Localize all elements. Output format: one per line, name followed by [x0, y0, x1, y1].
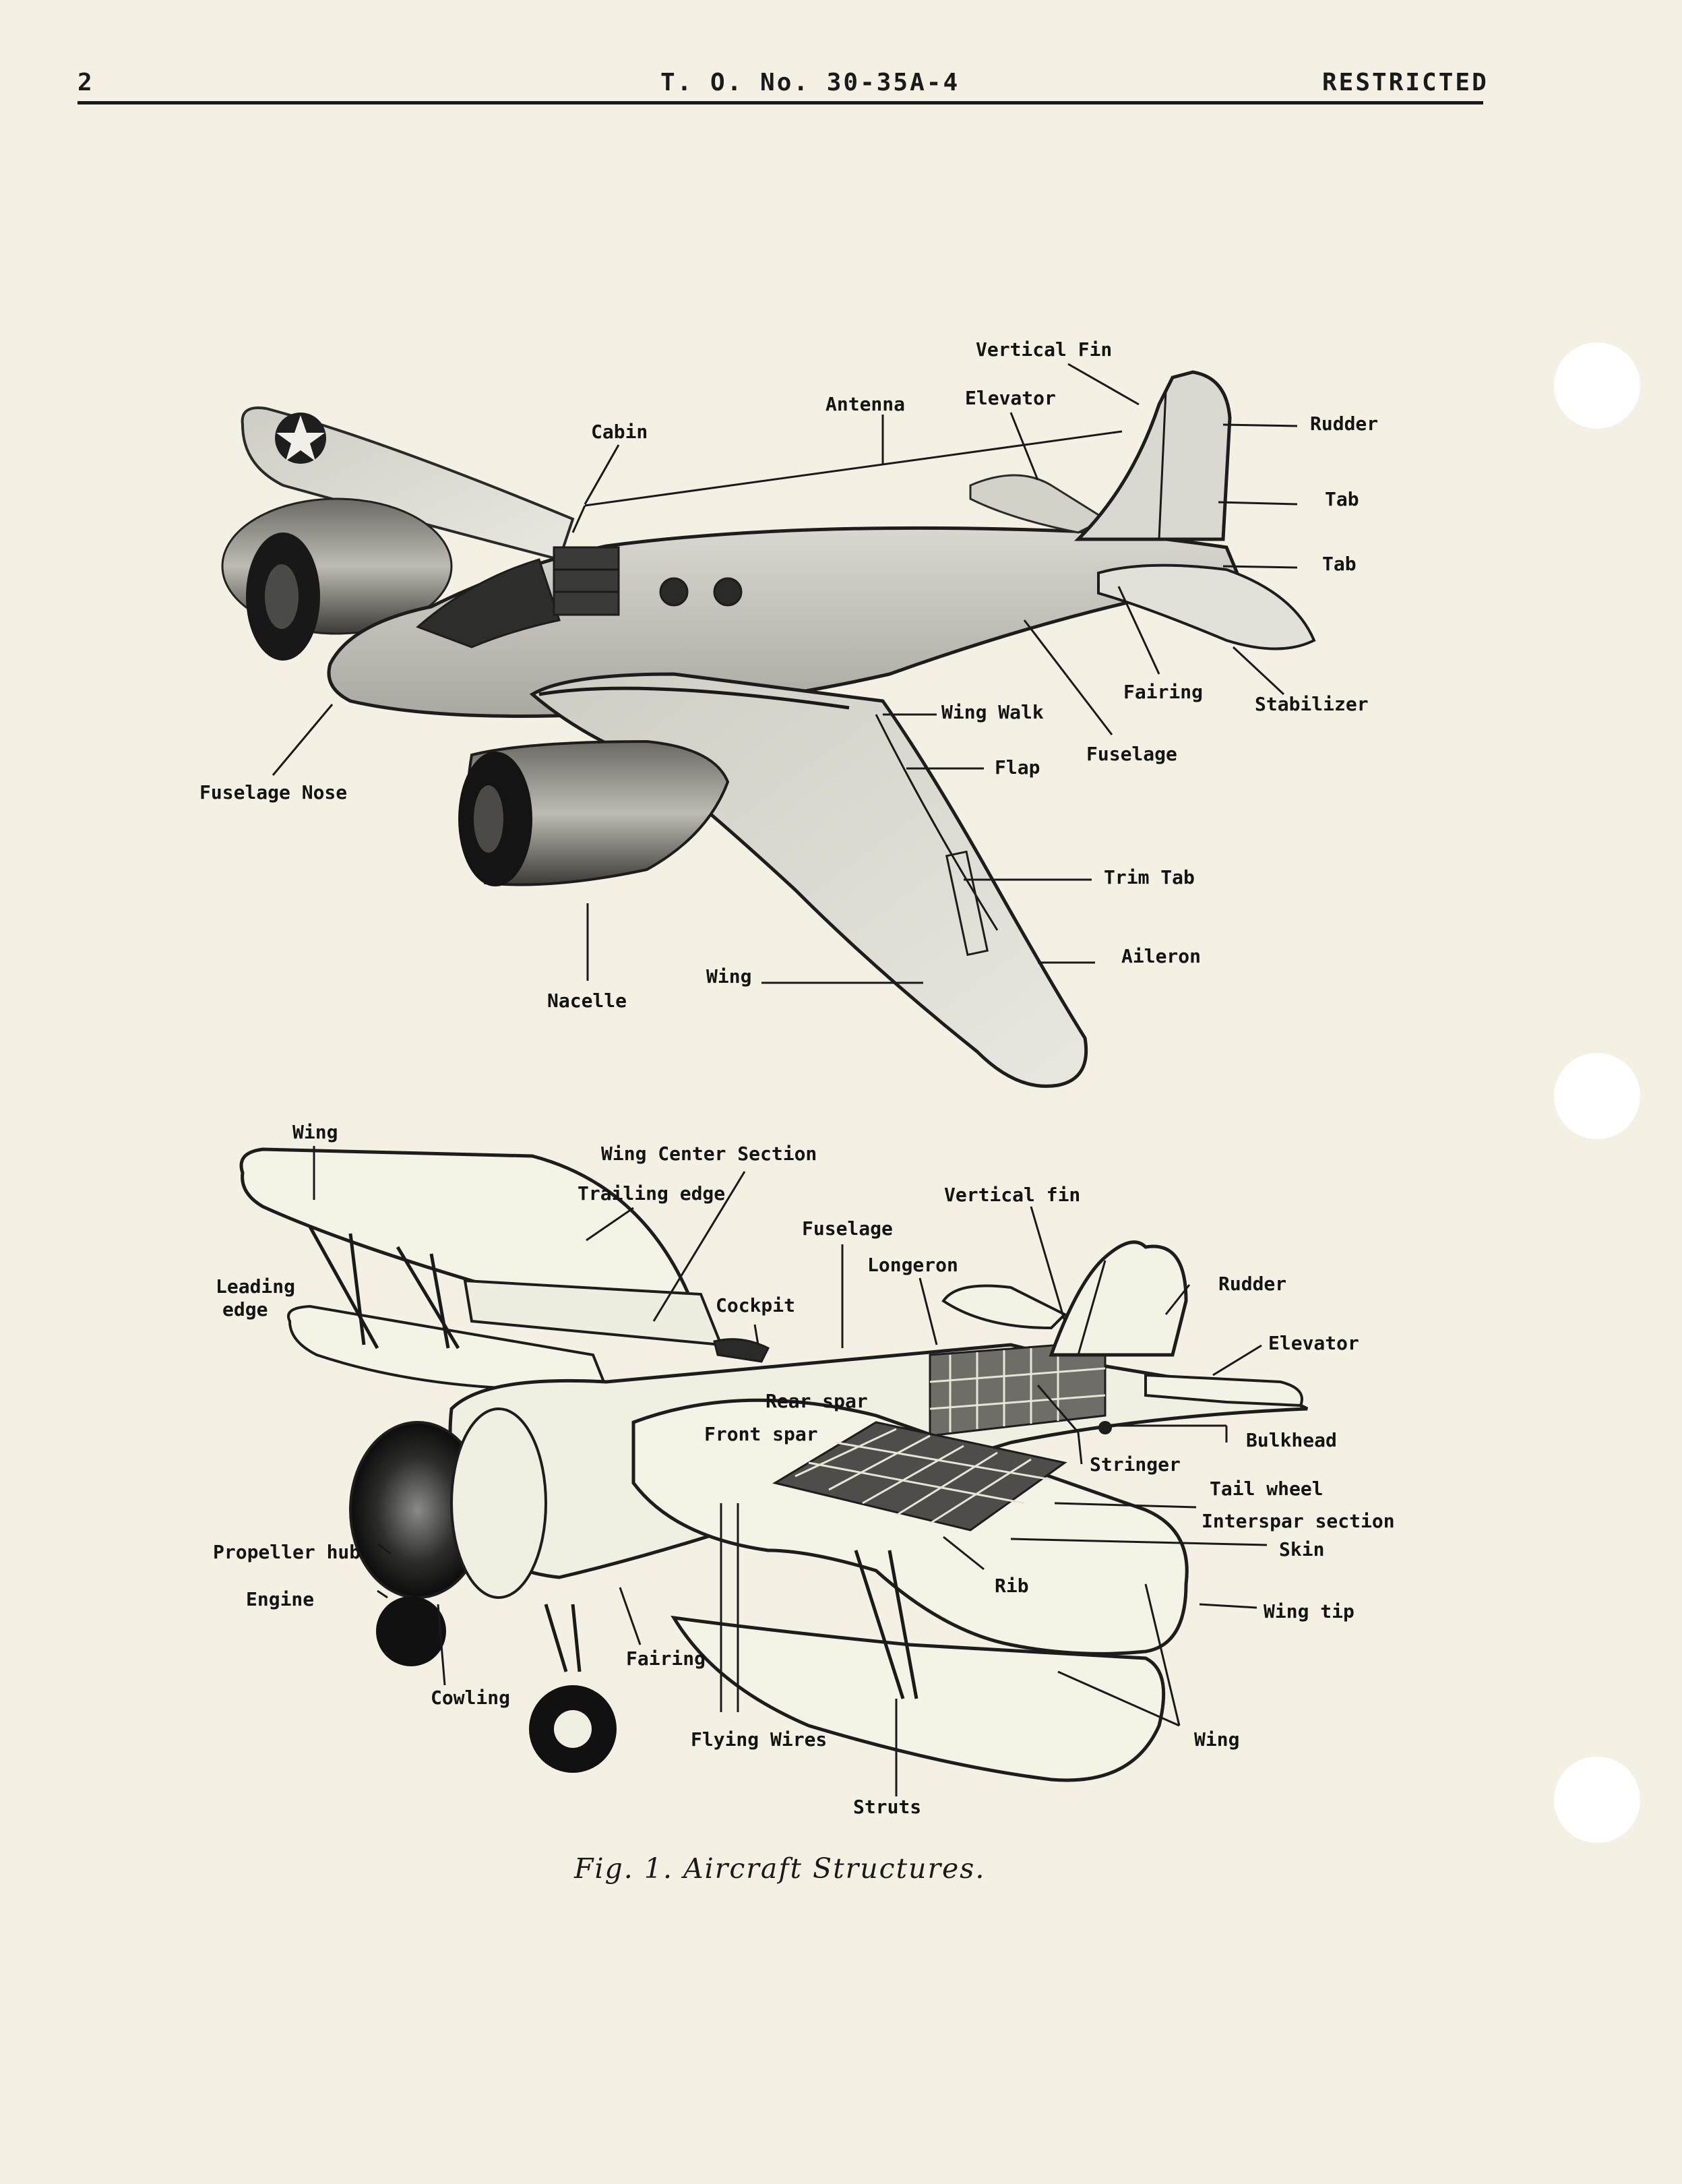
bottom-figure-leader-lines	[313, 1146, 1268, 1796]
biplane-far-stabilizer	[941, 1284, 1067, 1330]
label-vertical-fin: Vertical Fin	[976, 338, 1112, 361]
label-cockpit: Cockpit	[716, 1294, 795, 1316]
label-vertical-fin-biplane: Vertical fin	[944, 1184, 1080, 1206]
label-fairing: Fairing	[1123, 681, 1203, 703]
label-propeller-hub: Propeller hub	[213, 1541, 361, 1563]
insignia-star-icon	[275, 413, 326, 464]
label-elevator: Elevator	[965, 387, 1056, 409]
label-rib: Rib	[995, 1575, 1029, 1597]
radial-engine	[349, 1421, 487, 1666]
label-skin: Skin	[1279, 1538, 1324, 1560]
wing-ribs	[795, 1428, 1052, 1525]
wing-walk-stripe	[538, 686, 850, 710]
label-bulkhead: Bulkhead	[1246, 1429, 1337, 1451]
far-stabilizer	[969, 474, 1108, 534]
label-fuselage-biplane: Fuselage	[802, 1217, 893, 1240]
label-leading-edge-2: edge	[222, 1298, 268, 1321]
tail-wheel-shape	[1098, 1421, 1112, 1434]
label-aileron: Aileron	[1121, 945, 1201, 967]
near-stabilizer	[1097, 564, 1316, 650]
label-rudder: Rudder	[1310, 413, 1378, 435]
label-leading-edge-1: Leading	[216, 1275, 295, 1298]
label-trim-tab: Trim Tab	[1104, 866, 1195, 888]
label-wing-tip: Wing tip	[1264, 1600, 1354, 1622]
label-fuselage: Fuselage	[1086, 743, 1177, 765]
document-number: T. O. No. 30-35A-4	[660, 69, 960, 96]
cabin-window	[553, 546, 620, 616]
biplane-cutaway-illustration	[239, 1147, 1309, 1782]
top-figure-labels: Vertical Fin Antenna Elevator Cabin Rudd…	[199, 338, 1378, 1012]
label-cowling: Cowling	[431, 1687, 510, 1709]
label-tab-upper: Tab	[1325, 488, 1359, 510]
label-interspar-section: Interspar section	[1202, 1510, 1395, 1532]
label-longeron: Longeron	[867, 1254, 958, 1276]
label-flying-wires: Flying Wires	[691, 1728, 827, 1751]
trim-tab-shape	[945, 850, 989, 957]
far-engine-nacelle	[221, 497, 453, 661]
label-tail-wheel: Tail wheel	[1210, 1478, 1323, 1500]
label-rear-spar: Rear spar	[766, 1390, 868, 1412]
label-stabilizer: Stabilizer	[1255, 693, 1369, 715]
wing-cutaway-structure	[772, 1421, 1067, 1531]
label-wing-walk: Wing Walk	[941, 701, 1044, 723]
figure-caption: Fig. 1. Aircraft Structures.	[574, 1852, 986, 1885]
label-wing-bottom: Wing	[1194, 1728, 1239, 1751]
twin-engine-monoplane-illustration	[221, 370, 1316, 1088]
porthole	[713, 577, 743, 607]
label-cabin: Cabin	[591, 421, 648, 443]
binder-hole-top	[1554, 342, 1640, 429]
bottom-figure-labels: Wing Wing Center Section Trailing edge V…	[213, 1121, 1395, 1818]
binder-hole-bottom	[1554, 1757, 1640, 1843]
label-fuselage-nose: Fuselage Nose	[199, 781, 347, 803]
label-flap: Flap	[995, 756, 1040, 779]
biplane-near-stabilizer	[1144, 1373, 1303, 1407]
label-engine: Engine	[246, 1588, 314, 1610]
label-fairing-biplane: Fairing	[626, 1647, 706, 1670]
label-tab-lower: Tab	[1322, 553, 1357, 575]
vertical-fin-shape	[1073, 370, 1232, 541]
label-elevator-biplane: Elevator	[1268, 1332, 1359, 1354]
porthole	[659, 577, 689, 607]
cockpit-opening	[713, 1338, 770, 1363]
antenna-wire	[584, 430, 1123, 507]
label-stringer: Stringer	[1090, 1453, 1181, 1476]
label-trailing-edge: Trailing edge	[578, 1182, 725, 1205]
label-nacelle: Nacelle	[547, 990, 627, 1012]
label-wing-top: Wing	[292, 1121, 338, 1143]
propeller-spinner-shape	[376, 1596, 446, 1666]
cockpit-glazing	[416, 558, 561, 648]
top-figure-leader-lines	[272, 363, 1298, 984]
header-rule	[77, 101, 1483, 104]
near-engine-nacelle	[458, 739, 730, 886]
label-rudder-biplane: Rudder	[1218, 1273, 1286, 1295]
label-wing: Wing	[706, 965, 751, 988]
bottom-wing-shape	[671, 1615, 1166, 1782]
binder-hole-middle	[1554, 1053, 1640, 1139]
label-wing-center-section: Wing Center Section	[601, 1143, 817, 1165]
label-front-spar: Front spar	[704, 1423, 818, 1445]
label-struts: Struts	[853, 1796, 921, 1818]
label-antenna: Antenna	[826, 393, 905, 415]
biplane-vertical-fin	[1049, 1240, 1188, 1357]
classification-marking: RESTRICTED	[1322, 69, 1489, 96]
cowling-shape	[450, 1407, 547, 1599]
page-number: 2	[77, 69, 94, 96]
